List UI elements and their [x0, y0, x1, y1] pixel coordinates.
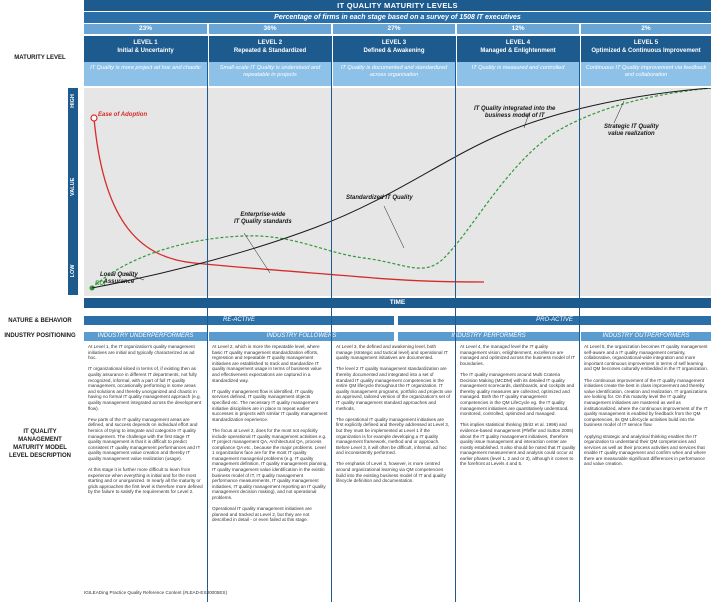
description-level-4: At Level 4, the managed level the IT qua…: [460, 344, 576, 467]
roi-curve: [91, 88, 711, 289]
time-axis: TIME: [84, 298, 711, 308]
nature-proactive: PRO-ACTIVE: [398, 316, 711, 325]
nature-behavior-label: NATURE & BEHAVIOR: [8, 318, 72, 324]
footer-reference: IGILEADing Practice Quality Reference Co…: [84, 590, 227, 595]
level-3-title: LEVEL 3 Defined & Awakening: [333, 36, 455, 62]
description-level-5: At Level 5, the organization becomes IT …: [584, 344, 708, 467]
axis-low-label: LOW: [70, 264, 76, 278]
leader-strategic: [613, 100, 625, 124]
industry-positioning-label: INDUSTRY POSITIONING: [4, 333, 76, 339]
annotation-local-qa: Local Quality Assurance: [100, 272, 138, 285]
description-level-3: At Level 3, the defined and awakening le…: [336, 344, 452, 484]
ease-of-adoption-marker: [90, 114, 98, 122]
axis-value-label: VALUE: [70, 177, 76, 196]
percent-level-3: 27%: [333, 24, 455, 34]
level-2-description: Small-scale IT Quality is understood and…: [209, 62, 331, 86]
position-outperformers: INDUSTRY OUTPERFORMERS: [581, 332, 711, 341]
ease-of-adoption-curve: [93, 117, 485, 283]
percent-level-5: 2%: [581, 24, 711, 34]
level-4-title: LEVEL 4 Managed & Enlightenment: [457, 36, 579, 62]
annotation-standardized: Standardized IT Quality: [346, 195, 413, 201]
leader-standardized: [383, 205, 405, 249]
ease-of-adoption-label: Ease of Adoption: [98, 112, 148, 118]
percent-level-4: 12%: [457, 24, 579, 34]
position-followers: INDUSTRY FOLLOWERS: [209, 332, 394, 341]
nature-reactive: RE-ACTIVE: [84, 316, 394, 325]
percent-level-1: 23%: [84, 24, 207, 34]
level-1-description: IT Quality is more project ad hoc and ch…: [84, 62, 207, 86]
annotation-strategic: Strategic IT Quality value realization: [604, 124, 659, 137]
column-divider: [207, 36, 208, 602]
level-4-description: IT Quality is measured and controlled: [457, 62, 579, 86]
subtitle: Percentage of firms in each stage based …: [84, 12, 711, 23]
leader-integrated: [523, 112, 530, 129]
axis-high-label: HIGH: [70, 94, 76, 108]
maturity-level-label: MATURITY LEVEL: [14, 55, 66, 61]
level-5-title: LEVEL 5 Optimized & Continuous Improveme…: [581, 36, 711, 62]
level-2-title: LEVEL 2 Repeated & Standardized: [209, 36, 331, 62]
maturity-curve: [91, 88, 711, 289]
annotation-enterprise: Enterprise-wide IT Quality standards: [234, 212, 292, 225]
annotation-integrated: IT Quality integrated into the business …: [474, 106, 556, 119]
adoption-roi-chart: Ease of Adoption ROI Local Quality Assur…: [84, 88, 711, 296]
leader-enterprise: [243, 232, 271, 274]
level-description-label: IT QUALITY MANAGEMENT MATURITY MODEL LEV…: [9, 429, 71, 459]
value-axis: [68, 88, 78, 295]
leader-local: [123, 272, 145, 281]
level-5-description: Continuous IT Quality improvement via fe…: [581, 62, 711, 86]
column-divider: [455, 36, 456, 602]
position-underperformers: INDUSTRY UNDERPERFORMERS: [84, 332, 207, 341]
position-performers: INDUSTRY PERFORMERS: [398, 332, 579, 341]
level-1-title: LEVEL 1 Initial & Uncertainty: [84, 36, 207, 62]
main-title: IT QUALITY MATURITY LEVELS: [84, 0, 711, 11]
column-divider: [579, 36, 580, 602]
roi-label: ROI: [95, 281, 106, 287]
level-3-description: IT Quality is documented and standardize…: [333, 62, 455, 86]
description-level-2: At Level 2, which is more the repeatable…: [212, 344, 328, 523]
column-divider: [331, 36, 332, 602]
percent-level-2: 36%: [209, 24, 331, 34]
description-level-1: At Level 1, the IT organization's qualit…: [88, 344, 203, 495]
